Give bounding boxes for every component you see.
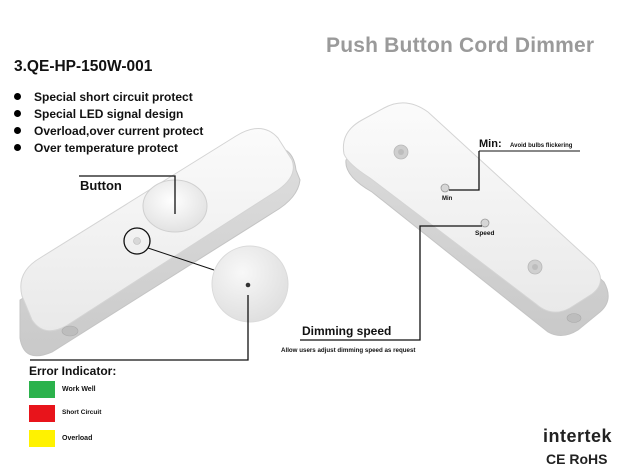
work-well-label: Work Well (62, 386, 96, 393)
dimming-speed-label: Dimming speed (302, 324, 392, 338)
bullet-icon (14, 144, 21, 151)
overload-label: Overload (62, 435, 93, 442)
button-callout-line (79, 175, 176, 214)
led-highlight-circle (123, 227, 151, 255)
dimming-speed-description: Allow users adjust dimming speed as requ… (281, 347, 416, 354)
speed-callout-line (300, 225, 482, 341)
short-circuit-label: Short Circuit (62, 409, 102, 416)
bullet-icon (14, 127, 21, 134)
bullet-icon (14, 93, 21, 100)
min-description: Avoid bulbs flickering (510, 143, 573, 149)
feature-item: Special LED signal design (14, 107, 183, 121)
button-label: Button (80, 178, 122, 193)
error-indicator-title: Error Indicator: (29, 364, 117, 378)
overload-swatch (29, 430, 55, 447)
feature-item: Special short circuit protect (14, 90, 193, 104)
min-label: Min: (479, 138, 502, 150)
right-dimmer-device (342, 102, 609, 336)
certification-marks: CE RoHS (546, 451, 608, 467)
device-speed-label: Speed (475, 230, 495, 237)
device-min-label: Min (442, 196, 453, 202)
led-dot (245, 282, 251, 288)
min-callout-line (449, 151, 480, 191)
intertek-logo: intertek (543, 426, 613, 446)
feature-item: Over temperature protect (14, 141, 178, 155)
error-indicator-line (30, 295, 249, 361)
work-well-swatch (29, 381, 55, 398)
bullet-icon (14, 110, 21, 117)
left-dimmer-device (19, 128, 301, 357)
short-circuit-swatch (29, 405, 55, 422)
model-number: 3.QE-HP-150W-001 (14, 58, 153, 75)
page-title: Push Button Cord Dimmer (326, 34, 595, 57)
feature-item: Overload,over current protect (14, 124, 203, 138)
led-connector-line (147, 247, 215, 271)
